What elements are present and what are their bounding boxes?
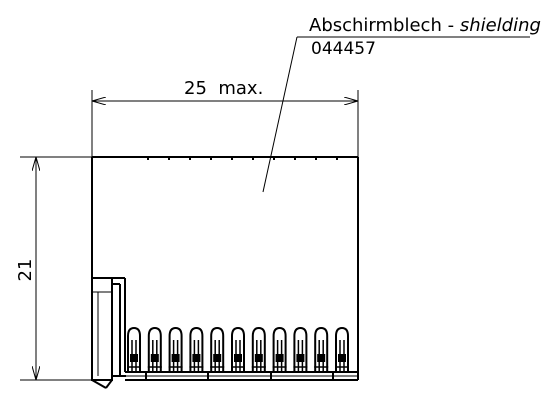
contact-pin [210, 326, 225, 372]
bottom-rail [125, 372, 358, 381]
shield-dot [168, 158, 170, 160]
height-dimension-label: 21 [15, 259, 36, 282]
callout-label-line: Abschirmblech - shielding [309, 15, 541, 36]
contact-pin [231, 326, 245, 372]
contact-pin [147, 326, 162, 372]
contact-pins [127, 326, 349, 372]
callout-part-number: 044457 [311, 39, 376, 59]
contact-pin [314, 326, 329, 372]
contact-pin [189, 326, 204, 372]
shield-dot [294, 158, 296, 160]
contact-pin [251, 326, 266, 372]
callout-label-de: Abschirmblech [309, 15, 442, 36]
contact-pin [168, 326, 183, 372]
shield-dot [252, 158, 254, 160]
contact-pin [127, 326, 141, 372]
front-flange [91, 277, 126, 389]
shield-dot-row [147, 158, 338, 160]
callout-label-en: shielding [460, 15, 541, 36]
shield-dot [231, 158, 233, 160]
contact-pin [335, 326, 349, 372]
callout-leader-line [262, 36, 298, 193]
shield-dot [189, 158, 191, 160]
shield-dot [336, 158, 338, 160]
contact-pin [272, 326, 287, 372]
width-dimension-label: 25 max. [184, 78, 263, 99]
shield-dot [273, 158, 275, 160]
shield-dot [315, 158, 317, 160]
shield-dot [210, 158, 212, 160]
shield-dot [147, 158, 149, 160]
contact-pin [293, 326, 308, 372]
callout-separator: - [442, 15, 460, 36]
